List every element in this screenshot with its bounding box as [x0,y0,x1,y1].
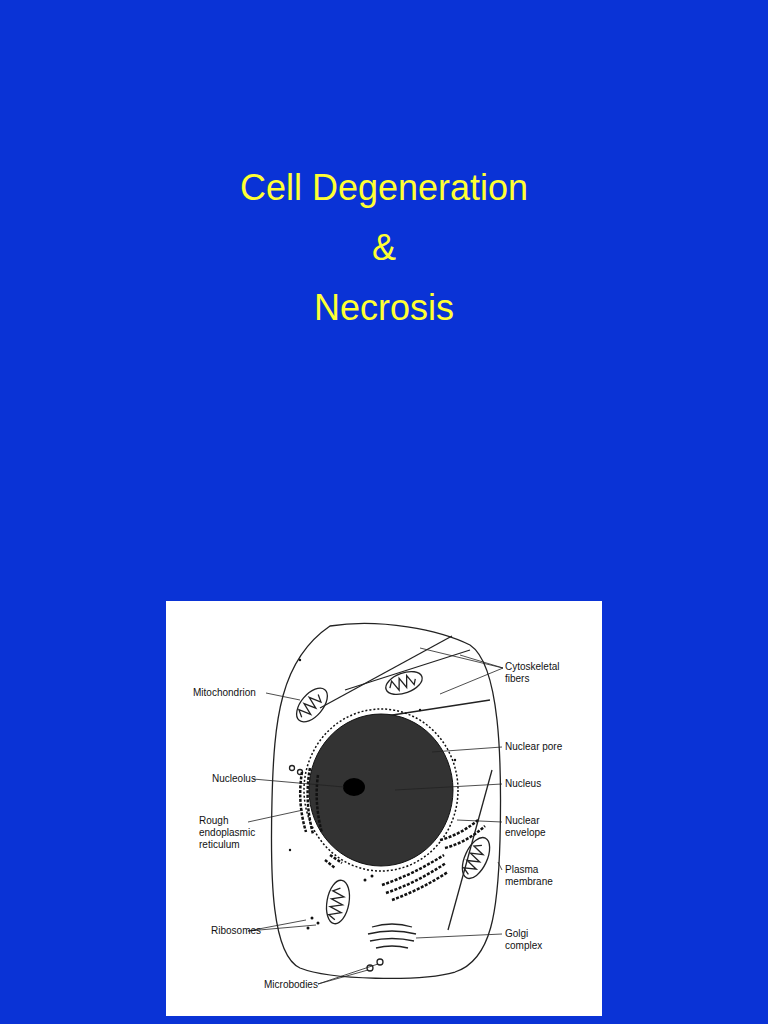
part-label: Cytoskeletal fibers [505,661,565,685]
part-label: Mitochondrion [193,687,268,699]
part-label: Rough endoplasmic reticulum [199,815,251,851]
part-label: Nuclear envelope [505,815,555,839]
part-label: Nuclear pore [505,741,570,753]
part-label: Golgi complex [505,928,555,952]
part-label: Nucleus [505,778,555,790]
part-label: Ribosomes [211,925,251,937]
part-label: Nucleolus [212,773,257,785]
slide-title: Cell Degeneration & Necrosis [0,158,768,338]
part-label: Microbodies [264,979,319,991]
part-label: Plasma membrane [505,864,560,888]
